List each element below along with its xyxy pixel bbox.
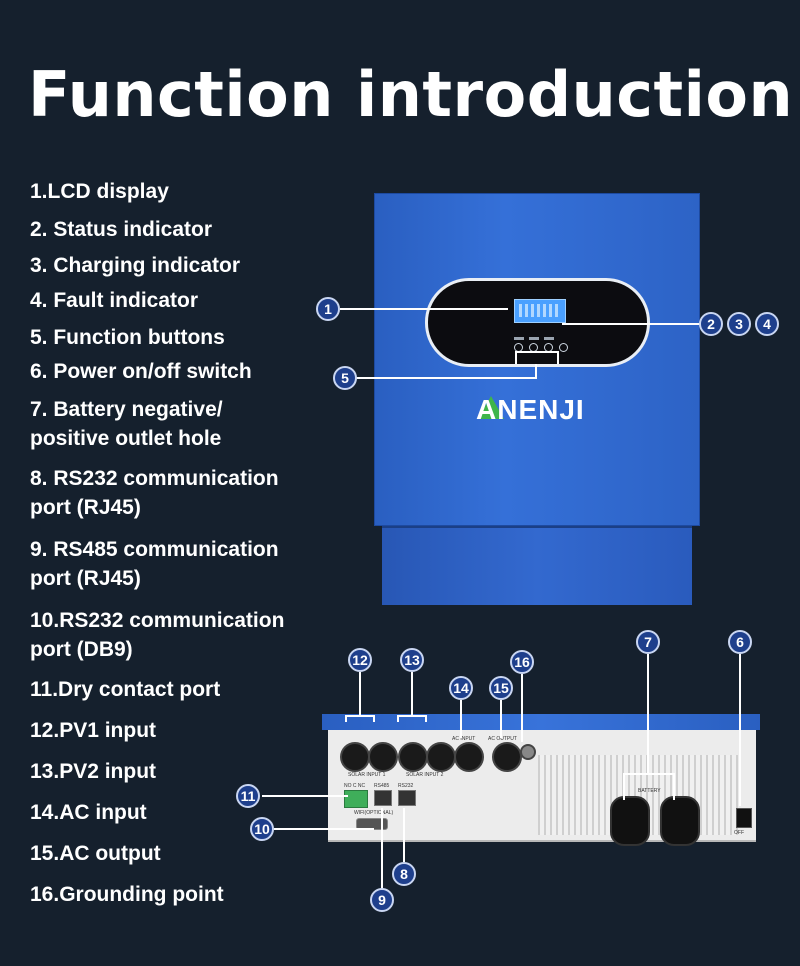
brand-logo-text: ANENJI: [476, 394, 585, 425]
ac-input-terminal: [454, 742, 484, 772]
dry-contact-port: [344, 790, 368, 808]
rs232-label: RS232: [398, 783, 414, 789]
callout-16: 16: [510, 650, 534, 674]
feature-item: 7. Battery negative/ positive outlet hol…: [30, 398, 223, 450]
status-indicator-led: [514, 337, 524, 340]
feature-item: 4. Fault indicator: [30, 289, 199, 312]
charging-indicator-led: [529, 337, 539, 340]
callout-3: 3: [727, 312, 751, 336]
rs232-rj45-port: [398, 790, 416, 806]
grounding-point: [520, 744, 536, 760]
indicator-leds: [514, 327, 574, 340]
callout-10: 10: [250, 817, 274, 841]
feature-item: 10.RS232 communication port (DB9): [30, 609, 285, 661]
feature-item: 13.PV2 input: [30, 760, 157, 783]
feature-item: 11.Dry contact port: [30, 678, 221, 701]
rs485-port: [374, 790, 392, 806]
fault-indicator-led: [544, 337, 554, 340]
feature-item: 2. Status indicator: [30, 218, 213, 241]
battery-label: BATTERY: [638, 788, 661, 794]
callout-6: 6: [728, 630, 752, 654]
function-button: [559, 343, 568, 352]
pv1-terminal: [368, 742, 398, 772]
callout-1: 1: [316, 297, 340, 321]
callout-15: 15: [489, 676, 513, 700]
off-label: OFF: [734, 830, 744, 836]
callout-7: 7: [636, 630, 660, 654]
rs485-label: RS485: [374, 783, 390, 789]
power-switch: [736, 808, 752, 828]
feature-item: 5. Function buttons: [30, 326, 225, 349]
feature-item: 9. RS485 communication port (RJ45): [30, 538, 279, 590]
inverter-front-base: [382, 526, 692, 605]
callout-13: 13: [400, 648, 424, 672]
feature-item: 8. RS232 communication port (RJ45): [30, 467, 279, 519]
inverter-front-body: ANENJI: [374, 193, 700, 526]
feature-item: 6. Power on/off switch: [30, 360, 252, 383]
pv2-label: SOLAR INPUT 2: [406, 772, 444, 778]
feature-item: 15.AC output: [30, 842, 161, 865]
page-title: Function introduction: [28, 58, 794, 131]
feature-item: 3. Charging indicator: [30, 254, 241, 277]
callout-14: 14: [449, 676, 473, 700]
brand-logo-icon: [478, 396, 504, 419]
inverter-bottom-image: SOLAR INPUT 1 SOLAR INPUT 2 AC INPUT AC …: [322, 714, 760, 846]
inverter-bottom-panel: SOLAR INPUT 1 SOLAR INPUT 2 AC INPUT AC …: [328, 730, 756, 846]
callout-12: 12: [348, 648, 372, 672]
callout-5: 5: [333, 366, 357, 390]
inverter-front-image: ANENJI: [374, 193, 700, 605]
callout-2: 2: [699, 312, 723, 336]
callout-9: 9: [370, 888, 394, 912]
callout-11: 11: [236, 784, 260, 808]
battery-positive-terminal: [610, 796, 650, 846]
feature-item: 14.AC input: [30, 801, 147, 824]
dry-contact-label: NO C NC: [344, 783, 366, 789]
feature-item: 12.PV1 input: [30, 719, 157, 742]
control-panel: [425, 278, 650, 367]
battery-negative-terminal: [660, 796, 700, 846]
ac-input-label: AC INPUT: [452, 736, 476, 742]
wifi-label: WIFI(OPTIONAL): [354, 810, 394, 816]
lcd-display: [514, 299, 566, 323]
pv1-label: SOLAR INPUT 1: [348, 772, 386, 778]
feature-item: 1.LCD display: [30, 180, 169, 203]
feature-item: 16.Grounding point: [30, 883, 224, 906]
callout-4: 4: [755, 312, 779, 336]
inverter-bottom-edge: [322, 714, 760, 730]
ac-output-label: AC OUTPUT: [488, 736, 517, 742]
callout-8: 8: [392, 862, 416, 886]
